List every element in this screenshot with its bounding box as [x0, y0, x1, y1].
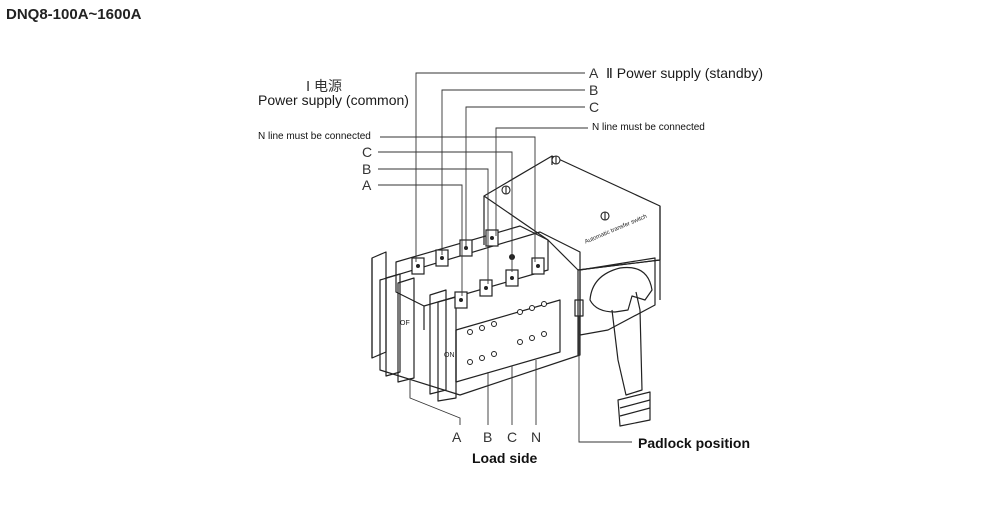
load-side-label: Load side	[472, 450, 538, 466]
handle-housing	[579, 257, 656, 336]
load-phase-n: N	[531, 429, 542, 445]
left-supply-label: Power supply (common)	[258, 92, 409, 108]
left-supply-roman: Ⅰ 电源	[306, 78, 343, 94]
left-phase-a: A	[362, 177, 372, 193]
on-label: ON	[444, 352, 455, 359]
left-phase-b: B	[362, 161, 372, 177]
right-phase-b: B	[589, 82, 599, 98]
load-phase-c: C	[507, 429, 518, 445]
left-phase-c: C	[362, 144, 373, 160]
terminals-standby	[454, 257, 545, 309]
cover-box	[483, 155, 661, 271]
right-phase-a: A	[589, 65, 599, 81]
load-phase-b: B	[483, 429, 493, 445]
right-n-line: N line must be connected	[592, 122, 705, 133]
panel-on	[437, 296, 457, 402]
load-phase-a: A	[452, 429, 462, 445]
padlock-label: Padlock position	[638, 435, 751, 451]
right-supply-label: Ⅱ Power supply (standby)	[606, 65, 764, 81]
panel-off	[397, 277, 415, 383]
right-phase-c: C	[589, 99, 600, 115]
left-n-line: N line must be connected	[258, 131, 371, 142]
front-face	[455, 299, 561, 383]
off-label: OF	[400, 320, 410, 327]
rotary-handle	[589, 266, 653, 313]
page-title: DNQ8-100A~1600A	[6, 6, 142, 23]
mounting-plate	[371, 251, 387, 359]
switch-frame	[379, 231, 581, 396]
